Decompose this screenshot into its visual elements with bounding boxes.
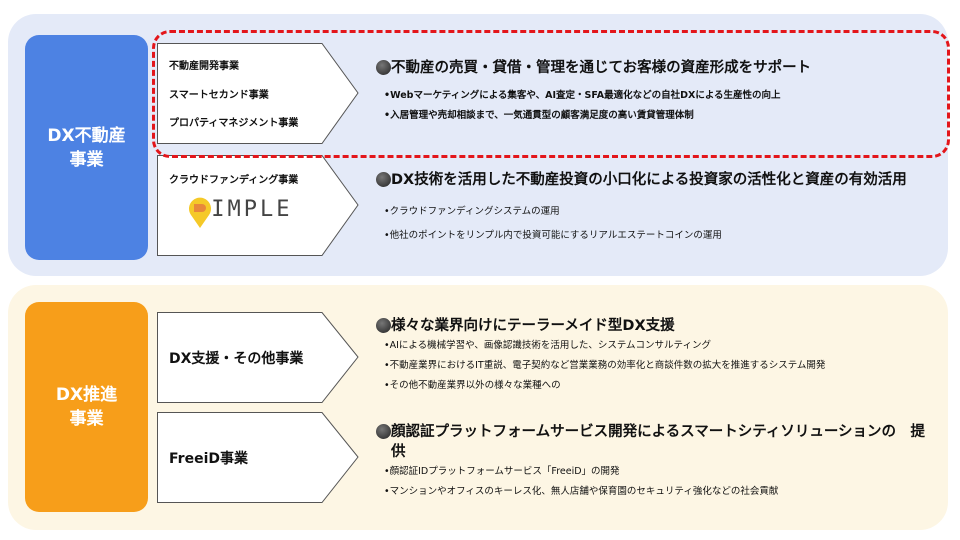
- bullet-text: •他社のポイントをリンプル内で投資可能にするリアルエステートコインの運用: [384, 230, 722, 241]
- section-heading: 顔認証プラットフォームサービス開発によるスマートシティソリューションの 提供: [391, 424, 926, 460]
- crowdfunding-business-arrow: クラウドファンディング事業 RIMPLE: [157, 155, 359, 256]
- freeid-business-arrow: FreeiD事業: [157, 412, 359, 503]
- section-freeid: 顔認証プラットフォームサービス開発によるスマートシティソリューションの 提供 •…: [376, 422, 936, 502]
- dx-promotion-label: DX推進 事業: [25, 302, 148, 512]
- bullet-text: •顔認証IDプラットフォームサービス「FreeiD」の開発: [384, 466, 620, 477]
- business-item: プロパティマネジメント事業: [169, 118, 299, 129]
- bullet-dot-icon: [376, 318, 391, 333]
- bullet-text: •不動産業界におけるIT重説、電子契約など営業業務の効率化と商談件数の拡大を推進…: [384, 360, 826, 371]
- highlight-dashed-frame: [152, 30, 950, 158]
- section-heading: 様々な業界向けにテーラーメイド型DX支援: [391, 318, 675, 334]
- business-item: 不動産開発事業: [169, 61, 239, 72]
- business-title: DX支援・その他事業: [169, 350, 304, 367]
- business-item: クラウドファンディング事業: [169, 175, 299, 186]
- bullet-dot-icon: [376, 60, 391, 75]
- section-heading: 不動産の売買・貸借・管理を通じてお客様の資産形成をサポート: [391, 60, 812, 76]
- bullet-text: •入居管理や売却相談まで、一気通貫型の顧客満足度の高い賃貸管理体制: [384, 110, 694, 121]
- dx-real-estate-label: DX不動産 事業: [25, 35, 148, 260]
- business-title: FreeiD事業: [169, 450, 248, 467]
- business-item: スマートセカンド事業: [169, 90, 269, 101]
- section-heading: DX技術を活用した不動産投資の小口化による投資家の活性化と資産の有効活用: [391, 172, 907, 188]
- dx-support-business-arrow: DX支援・その他事業: [157, 312, 359, 403]
- section-dx-support: 様々な業界向けにテーラーメイド型DX支援 •AIによる機械学習や、画像認識技術を…: [376, 316, 936, 396]
- bullet-text: •Webマーケティングによる集客や、AI査定・SFA最適化などの自社DXによる生…: [384, 90, 781, 101]
- bullet-text: •その他不動産業界以外の様々な業種への: [384, 380, 561, 391]
- section-crowdfunding: DX技術を活用した不動産投資の小口化による投資家の活性化と資産の有効活用 •クラ…: [376, 170, 936, 246]
- bullet-text: •マンションやオフィスのキーレス化、無人店舗や保育園のセキュリティ強化などの社会…: [384, 486, 779, 497]
- bullet-dot-icon: [376, 424, 391, 439]
- section-asset-support: 不動産の売買・貸借・管理を通じてお客様の資産形成をサポート •Webマーケティン…: [376, 58, 936, 126]
- bullet-text: •クラウドファンディングシステムの運用: [384, 206, 560, 217]
- rimple-pin-icon: [189, 197, 211, 228]
- bullet-dot-icon: [376, 172, 391, 187]
- bullet-text: •AIによる機械学習や、画像認識技術を活用した、システムコンサルティング: [384, 340, 711, 351]
- real-estate-business-arrow: 不動産開発事業 スマートセカンド事業 プロパティマネジメント事業: [157, 43, 359, 144]
- rimple-logo: RIMPLE: [187, 197, 292, 228]
